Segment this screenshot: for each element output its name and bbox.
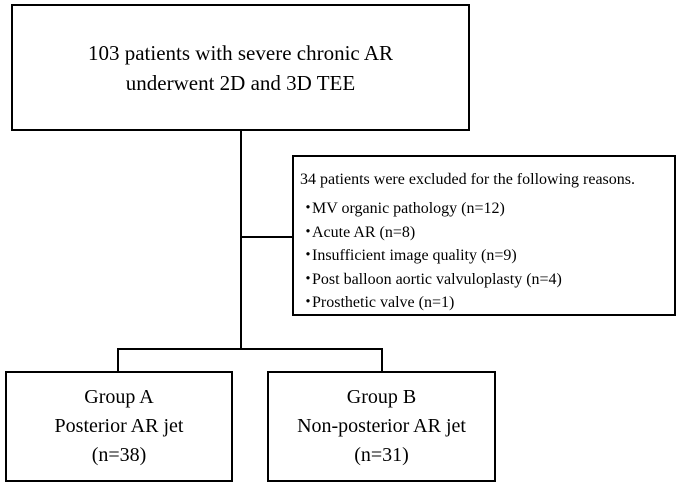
enrollment-line-2: underwent 2D and 3D TEE <box>125 70 356 95</box>
exclusion-item: ・Post balloon aortic valvuloplasty (n=4) <box>300 268 674 292</box>
group-a-title: Group A <box>84 386 154 408</box>
group-a-drop-connector <box>117 348 119 372</box>
exclusion-item-label: Insufficient image quality (n=9) <box>312 247 517 264</box>
group-b-count: (n=31) <box>354 444 409 466</box>
group-a-subtitle: Posterior AR jet <box>54 415 184 437</box>
group-b-title: Group B <box>346 386 417 408</box>
exclusion-box: 34 patients were excluded for the follow… <box>292 155 676 316</box>
group-b-subtitle: Non-posterior AR jet <box>297 415 466 437</box>
exclusion-item: ・Insufficient image quality (n=9) <box>300 244 674 268</box>
main-vertical-connector <box>240 131 242 349</box>
exclusion-item-label: Prosthetic valve (n=1) <box>312 294 455 311</box>
enrollment-box: 103 patients with severe chronic AR unde… <box>11 4 470 131</box>
exclusion-branch-connector <box>240 236 292 238</box>
exclusion-item-label: Acute AR (n=8) <box>312 223 416 241</box>
bullet-marker: ・ <box>300 270 317 288</box>
bullet-marker: ・ <box>300 223 317 241</box>
exclusion-item-label: Post balloon aortic valvuloplasty (n=4) <box>312 270 562 288</box>
group-split-horizontal-connector <box>117 348 383 350</box>
group-b-drop-connector <box>381 348 383 372</box>
group-a-count: (n=38) <box>91 444 147 466</box>
group-b-box: Group B Non-posterior AR jet (n=31) <box>267 371 496 482</box>
bullet-marker: ・ <box>300 200 317 217</box>
group-a-box: Group A Posterior AR jet (n=38) <box>5 371 233 482</box>
enrollment-line-1: 103 patients with severe chronic AR <box>87 40 393 65</box>
exclusion-item-label: MV organic pathology (n=12) <box>312 200 505 217</box>
exclusion-item: ・Prosthetic valve (n=1) <box>300 291 674 315</box>
bullet-marker: ・ <box>300 247 317 264</box>
exclusion-item: ・MV organic pathology (n=12) <box>300 197 674 221</box>
bullet-marker: ・ <box>300 294 317 311</box>
exclusion-heading: 34 patients were excluded for the follow… <box>300 171 636 188</box>
exclusion-item: ・Acute AR (n=8) <box>300 221 674 245</box>
